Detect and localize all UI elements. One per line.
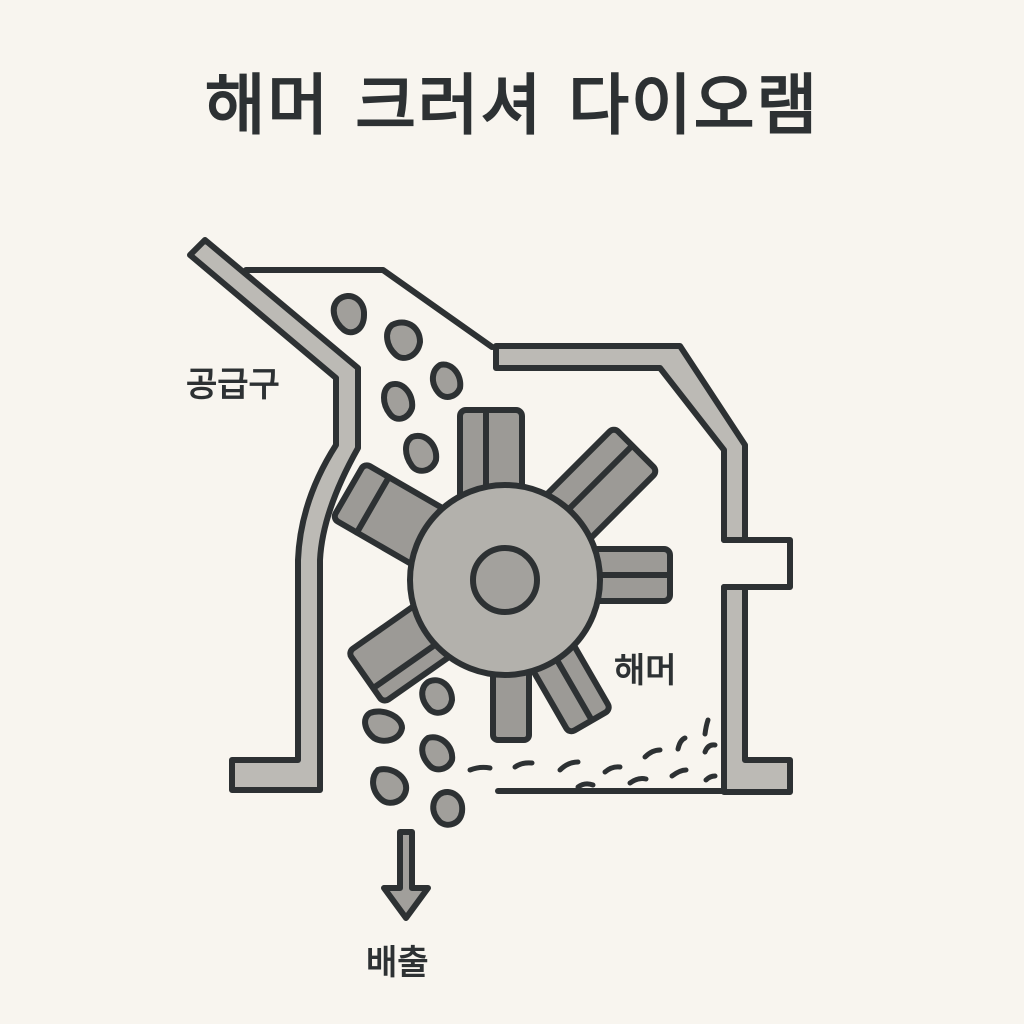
hammer-label: 해머 bbox=[614, 651, 677, 691]
rotor-hub bbox=[470, 545, 540, 615]
hammer-top bbox=[457, 407, 525, 503]
crushed-stones bbox=[362, 677, 466, 828]
feed-stones bbox=[330, 293, 464, 474]
right-lower-wall bbox=[721, 584, 793, 795]
left-wall bbox=[187, 237, 361, 793]
hammer-right bbox=[587, 546, 673, 604]
dust-particles bbox=[467, 717, 718, 790]
diagram-title: 해머 크러셔 다이오램 bbox=[204, 67, 820, 144]
discharge-arrow-icon bbox=[381, 829, 431, 921]
discharge-label: 배출 bbox=[366, 943, 429, 983]
side-port bbox=[721, 537, 793, 590]
feed-chute-top bbox=[243, 267, 495, 350]
feed-inlet-label: 공급구 bbox=[186, 365, 280, 405]
